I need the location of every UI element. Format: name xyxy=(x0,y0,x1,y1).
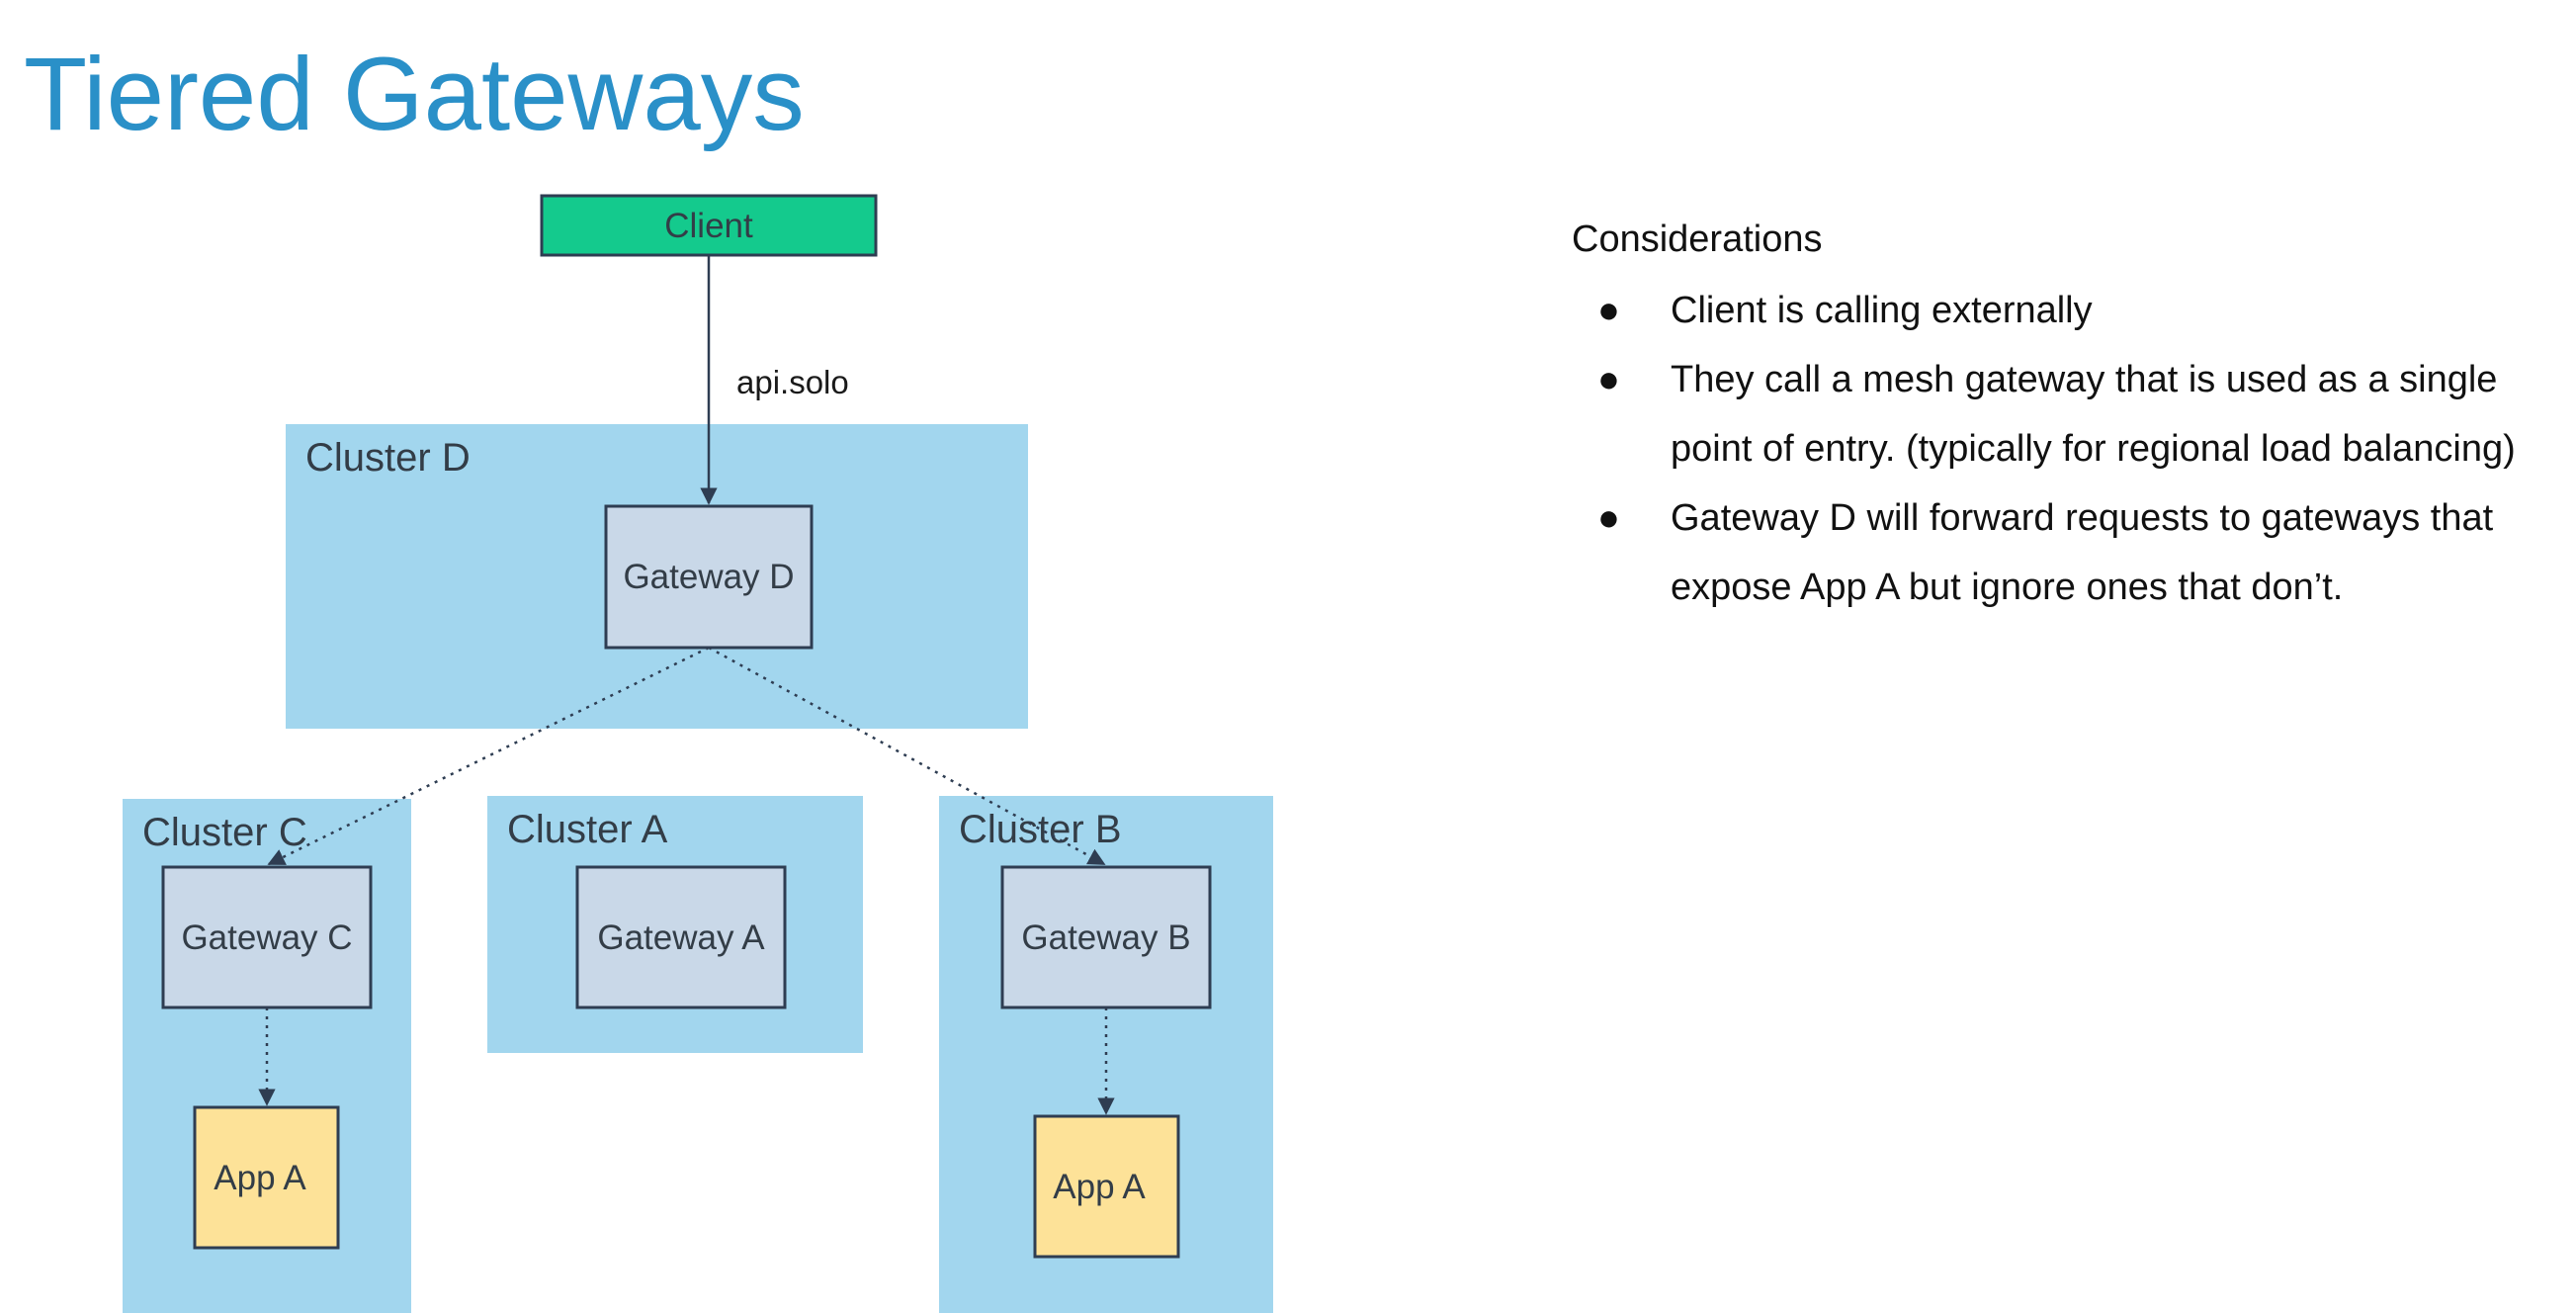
list-item: ● They call a mesh gateway that is used … xyxy=(1572,345,2521,483)
bullet-icon: ● xyxy=(1597,359,1620,401)
app-a-in-cluster-b-label: App A xyxy=(1053,1168,1146,1206)
list-item: ● Gateway D will forward requests to gat… xyxy=(1572,483,2521,622)
gateway-b-label: Gateway B xyxy=(1021,919,1190,957)
bullet-icon: ● xyxy=(1597,290,1620,332)
considerations-heading: Considerations xyxy=(1572,219,1823,260)
list-item: ● Client is calling externally xyxy=(1572,276,2521,345)
considerations-panel: Considerations ● Client is calling exter… xyxy=(1572,216,2521,622)
cluster-a-label: Cluster A xyxy=(507,808,668,851)
consideration-text: They call a mesh gateway that is used as… xyxy=(1671,359,2516,471)
app-a-in-cluster-c-node xyxy=(193,1105,340,1250)
client-label: Client xyxy=(664,207,753,245)
cluster-c-label: Cluster C xyxy=(142,811,307,854)
client-node xyxy=(540,194,878,257)
tiered-gateway-diagram: Cluster D Cluster C Cluster A Cluster B … xyxy=(123,194,1273,1313)
considerations-list: ● Client is calling externally ● They ca… xyxy=(1572,276,2521,622)
edge-gateway-d-to-gateway-c xyxy=(267,646,710,866)
consideration-text: Client is calling externally xyxy=(1671,290,2093,332)
gateway-d-label: Gateway D xyxy=(623,558,794,596)
gateway-b-node xyxy=(1000,865,1212,1009)
cluster-d-label: Cluster D xyxy=(305,436,471,480)
edge-gateway-d-to-gateway-b xyxy=(708,646,1106,866)
consideration-text: Gateway D will forward requests to gatew… xyxy=(1671,497,2494,609)
app-a-in-cluster-b-node xyxy=(1033,1114,1180,1259)
app-a-in-cluster-c-label: App A xyxy=(214,1159,306,1197)
gateway-c-label: Gateway C xyxy=(181,919,352,957)
bullet-icon: ● xyxy=(1597,497,1620,540)
edge-label-api-solo: api.solo xyxy=(736,364,849,400)
slide-title: Tiered Gateways xyxy=(24,37,805,152)
cluster-b-label: Cluster B xyxy=(959,808,1122,851)
gateway-a-node xyxy=(575,865,787,1009)
gateway-a-label: Gateway A xyxy=(597,919,765,957)
